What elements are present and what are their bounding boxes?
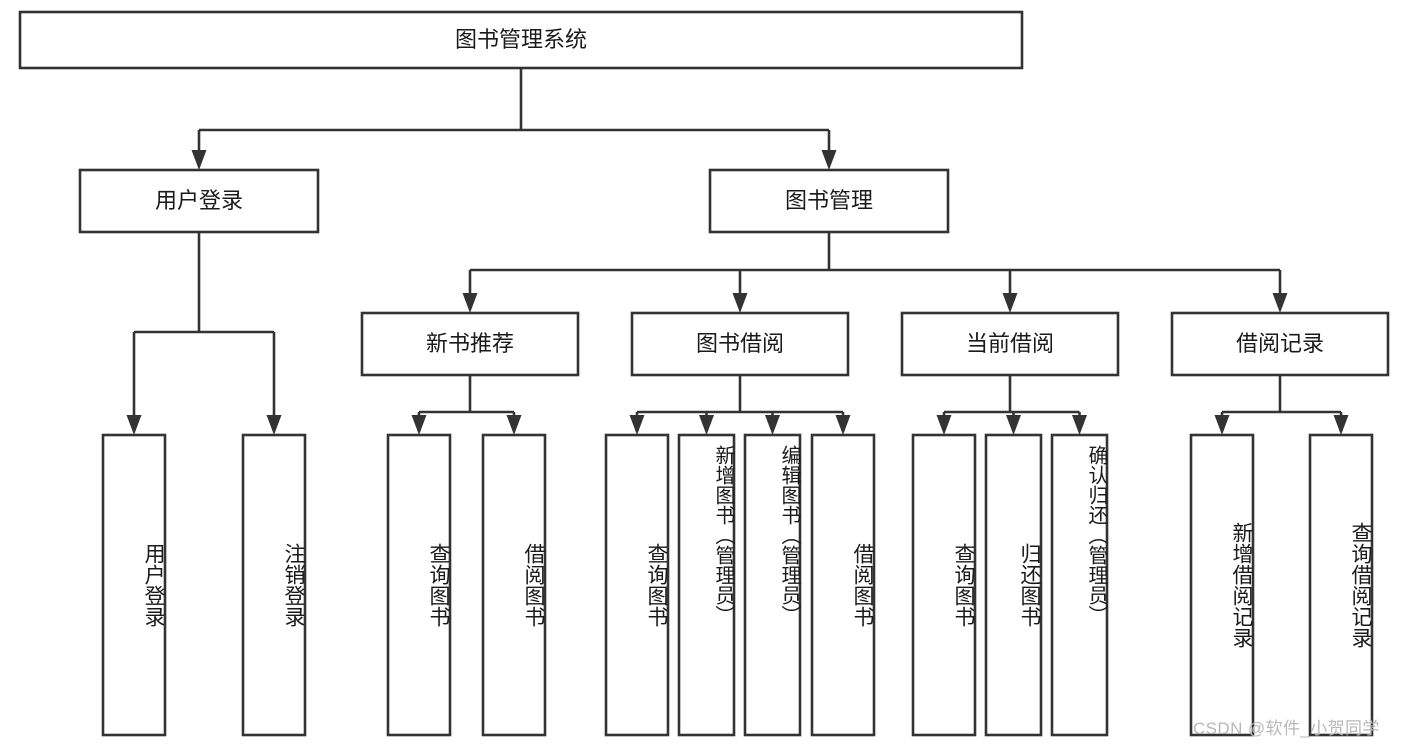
- node-leaf-return-book[interactable]: [984, 433, 1043, 737]
- node-book-borrow[interactable]: [630, 311, 850, 377]
- arrow-head-icon: [191, 150, 207, 170]
- connector-layer: [126, 68, 1349, 435]
- node-label: 新书推荐: [426, 331, 514, 356]
- node-leaf-add-book-admin[interactable]: [677, 433, 736, 737]
- node-root[interactable]: [18, 10, 1024, 70]
- arrow-head-icon: [821, 150, 837, 170]
- arrow-head-icon: [411, 415, 427, 435]
- arrow-head-icon: [765, 415, 780, 435]
- node-leaf-query-book-cur[interactable]: [911, 433, 977, 737]
- node-current-borrow[interactable]: [900, 311, 1120, 377]
- arrow-head-icon: [1072, 415, 1087, 435]
- node-new-book-recommend[interactable]: [360, 311, 580, 377]
- arrow-head-icon: [1214, 415, 1230, 435]
- arrow-head-icon: [126, 415, 142, 435]
- node-leaf-logout[interactable]: [241, 433, 307, 737]
- node-layer: [18, 10, 1390, 737]
- arrow-head-icon: [506, 415, 522, 435]
- arrow-head-icon: [699, 415, 714, 435]
- node-leaf-borrow-book[interactable]: [810, 433, 876, 737]
- node-leaf-confirm-return-admin[interactable]: [1050, 433, 1109, 737]
- node-label: 图书管理系统: [455, 27, 587, 52]
- arrow-head-icon: [266, 415, 282, 435]
- node-leaf-edit-book-admin[interactable]: [743, 433, 802, 737]
- arrow-head-icon: [1333, 415, 1349, 435]
- arrow-head-icon: [835, 415, 851, 435]
- arrow-head-icon: [1272, 293, 1288, 313]
- arrow-head-icon: [936, 415, 952, 435]
- node-label: 借阅记录: [1236, 331, 1324, 356]
- arrow-head-icon: [1006, 415, 1021, 435]
- node-label: 图书管理: [785, 188, 873, 213]
- arrow-head-icon: [1002, 293, 1018, 313]
- node-label: 图书借阅: [696, 331, 784, 356]
- arrow-head-icon: [732, 293, 748, 313]
- node-leaf-query-book-borrow[interactable]: [604, 433, 670, 737]
- node-leaf-add-borrow-record[interactable]: [1189, 433, 1255, 737]
- node-leaf-query-borrow-record[interactable]: [1308, 433, 1374, 737]
- node-book-manage[interactable]: [708, 168, 950, 234]
- node-user-login[interactable]: [78, 168, 320, 234]
- node-leaf-query-book-rec[interactable]: [386, 433, 452, 737]
- node-leaf-user-login[interactable]: [101, 433, 167, 737]
- node-leaf-borrow-book-rec[interactable]: [481, 433, 547, 737]
- node-label: 当前借阅: [966, 331, 1054, 356]
- arrow-head-icon: [462, 293, 478, 313]
- node-borrow-record[interactable]: [1170, 311, 1390, 377]
- node-label: 用户登录: [155, 188, 243, 213]
- watermark-text: CSDN @软件_小贺同学: [1193, 719, 1380, 738]
- arrow-head-icon: [629, 415, 645, 435]
